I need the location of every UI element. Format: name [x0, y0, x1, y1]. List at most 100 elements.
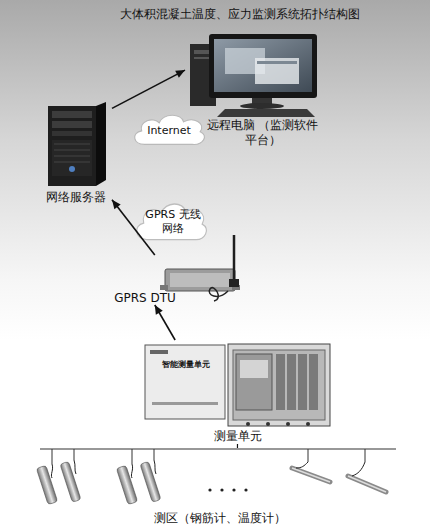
bracket-line — [132, 449, 133, 464]
connector-line — [237, 444, 238, 448]
rebar-meter — [36, 465, 57, 504]
server-tower — [52, 131, 92, 136]
node-label: 测量单元 — [140, 429, 335, 444]
server-tower — [52, 111, 92, 118]
open-cabinet — [236, 354, 272, 410]
connector-line — [155, 305, 175, 340]
rebar-meter — [154, 460, 156, 474]
diagram-title: 大体积混凝土温度、应力监测系统拓扑结构图 — [40, 7, 430, 22]
open-cabinet — [286, 422, 290, 426]
dtu-box — [170, 273, 230, 287]
arrow-head — [112, 200, 121, 210]
arrow-connector — [155, 305, 175, 340]
node-label: 网络服务器 — [40, 190, 112, 205]
ellipsis-dots — [208, 488, 211, 491]
dtu-box — [160, 269, 240, 291]
server-illustration — [40, 100, 112, 190]
monitor — [257, 61, 297, 64]
unit-cabinet — [150, 350, 168, 354]
open-cabinet — [246, 422, 250, 426]
thermometer — [296, 462, 308, 468]
connector-line — [112, 70, 185, 108]
thermometer — [352, 462, 365, 476]
thermometer — [348, 476, 386, 492]
server-tower — [48, 106, 96, 186]
connector-line — [112, 200, 155, 255]
sensor-zone: 测区（钢筋计、温度计） — [30, 448, 410, 529]
open-cabinet — [228, 344, 330, 426]
cloud-label: GPRS 无线网络 — [144, 208, 202, 236]
thermometer — [348, 476, 386, 492]
unit-cabinet — [145, 345, 225, 419]
bracket-line — [40, 449, 396, 464]
cloud-label: Internet — [130, 123, 208, 138]
server-tower — [48, 102, 106, 186]
thermometer — [292, 462, 386, 492]
node-label: GPRS DTU — [110, 291, 180, 306]
bracket-line — [308, 449, 309, 462]
cloud-node: Internet — [130, 112, 208, 148]
arrow-connector — [112, 200, 155, 255]
monitor — [209, 34, 317, 98]
dtu-node: GPRS DTU — [110, 255, 250, 305]
monitor — [209, 34, 317, 109]
open-cabinet — [240, 360, 268, 378]
arrow-head — [175, 70, 185, 78]
sensor-illustration — [30, 448, 410, 510]
unit-illustration — [140, 340, 335, 430]
ellipsis-dots — [220, 488, 223, 491]
unit-node: 测量单元 — [140, 340, 335, 444]
bracket-line — [74, 449, 75, 460]
monitor — [240, 103, 284, 109]
arrow-head — [155, 305, 163, 315]
dtu-box — [160, 285, 168, 290]
panel-text: 智能测量单元 — [156, 357, 216, 372]
unit-cabinet — [145, 345, 225, 419]
server-tower — [54, 150, 90, 151]
bracket-line — [40, 448, 396, 449]
ellipsis-dots — [244, 488, 247, 491]
server-tower — [54, 156, 90, 157]
server-tower — [52, 140, 92, 176]
unit-cabinet — [152, 402, 218, 405]
server-tower — [54, 162, 90, 163]
rebar-meter — [60, 461, 81, 502]
server-node: 网络服务器 — [40, 100, 112, 205]
computer-illustration — [185, 30, 340, 120]
dtu-box — [165, 269, 235, 291]
rebar-meter — [36, 460, 161, 505]
open-cabinet — [233, 350, 325, 420]
open-cabinet — [266, 422, 270, 426]
zone-label: 测区（钢筋计、温度计） — [30, 511, 410, 526]
thermometer — [292, 468, 330, 482]
open-cabinet — [309, 354, 318, 410]
bracket-line — [52, 449, 53, 464]
open-cabinet — [306, 422, 310, 426]
bracket-line — [154, 449, 155, 460]
open-cabinet — [298, 354, 307, 410]
antenna — [233, 235, 236, 283]
antenna — [209, 288, 228, 301]
node-label: 远程电脑 （监测软件平台） — [205, 118, 320, 148]
open-cabinet — [228, 344, 330, 426]
arrow-connector — [112, 70, 185, 108]
ellipsis-dots — [232, 488, 235, 491]
rebar-meter — [131, 464, 132, 478]
cloud-shape — [137, 204, 207, 240]
bracket-line — [365, 449, 366, 462]
thermometer — [292, 468, 330, 482]
server-tower — [52, 121, 92, 128]
rebar-meter — [140, 461, 161, 502]
ellipsis-dots — [208, 488, 247, 491]
antenna — [209, 235, 239, 301]
server-tower — [69, 166, 75, 172]
server-tower — [96, 102, 106, 186]
antenna — [229, 279, 239, 287]
open-cabinet — [287, 354, 296, 410]
server-tower — [54, 144, 90, 145]
keyboard — [217, 109, 315, 117]
computer-node: 远程电脑 （监测软件平台） — [185, 30, 340, 148]
rebar-meter — [116, 465, 137, 504]
